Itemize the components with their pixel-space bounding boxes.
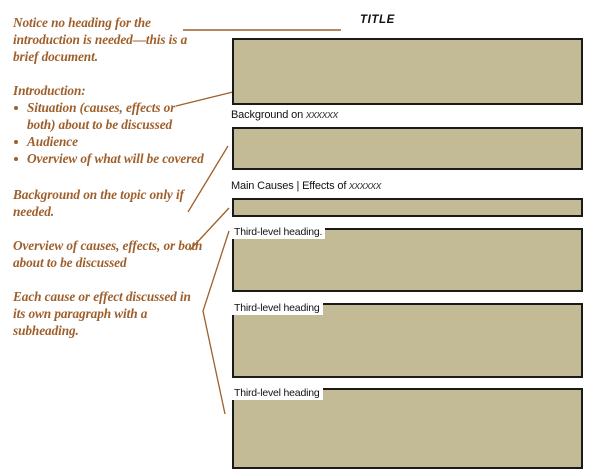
annotation-introduction-bullets: Situation (causes, effects or both) abou…	[13, 99, 206, 167]
heading-background-on-placeholder: xxxxxx	[305, 109, 339, 121]
body-block-main-causes	[232, 198, 583, 217]
heading-main-causes-effects: Main Causes | Effects of xxxxxx	[231, 180, 381, 192]
annotation-introduction-label: Introduction:	[13, 83, 86, 98]
heading-background-on: Background on xxxxxx	[231, 109, 338, 121]
annotation-overview-of-causes: Overview of causes, effects, or both abo…	[13, 238, 203, 270]
body-block-third-level-2	[232, 303, 583, 378]
leader-line-third-level-bracket	[202, 230, 230, 415]
heading-third-level-2: Third-level heading	[232, 301, 323, 315]
annotation-each-cause-or-effect: Each cause or effect discussed in its ow…	[13, 289, 191, 338]
annotation-background-on-topic: Background on the topic only if needed.	[13, 187, 184, 219]
list-item: Situation (causes, effects or both) abou…	[13, 99, 206, 133]
heading-main-causes-placeholder: xxxxxx	[349, 180, 382, 192]
list-item: Audience	[13, 133, 206, 150]
list-item: Overview of what will be covered	[13, 150, 206, 167]
heading-main-causes-text: Main Causes | Effects of	[231, 180, 350, 192]
body-block-third-level-3	[232, 388, 583, 469]
annotation-no-heading-for-introduction: Notice no heading for the introduction i…	[13, 15, 188, 64]
heading-background-on-text: Background on	[231, 109, 306, 121]
body-block-title	[232, 38, 583, 105]
heading-third-level-1: Third-level heading.	[232, 225, 326, 239]
body-block-background	[232, 127, 583, 170]
document-title: TITLE	[360, 14, 395, 26]
heading-third-level-3: Third-level heading	[232, 386, 323, 400]
